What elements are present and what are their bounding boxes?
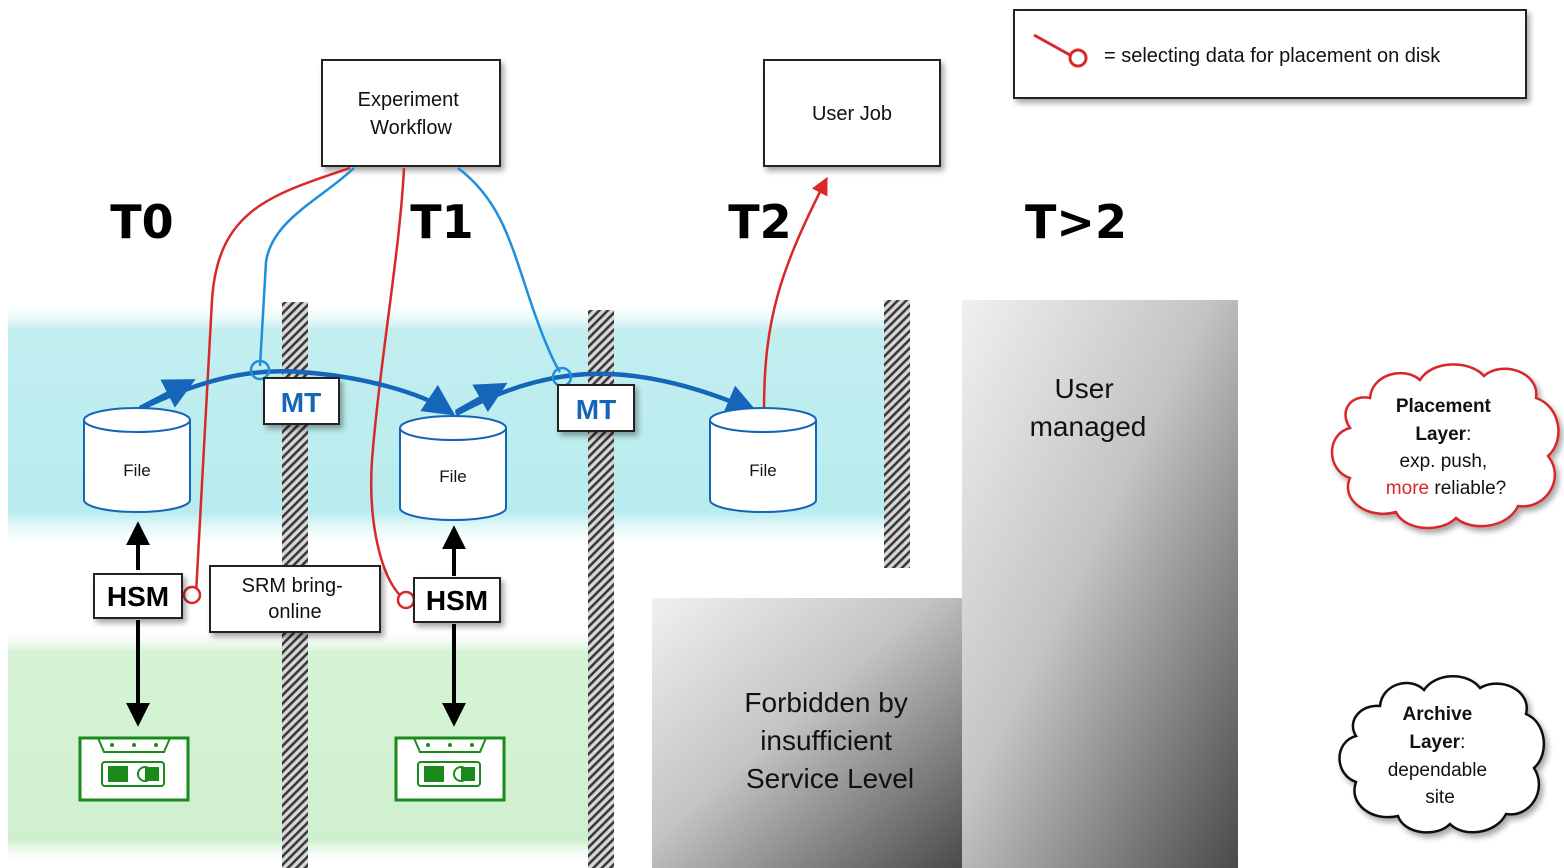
hsm-box-t1: HSM <box>413 577 501 623</box>
file-cylinder-t0: File <box>83 407 191 513</box>
svg-text:MT: MT <box>281 387 321 418</box>
tier-label-t-gt-2: T>2 <box>1025 195 1127 249</box>
forbidden-label: Forbidden by insufficient Service Level <box>744 687 915 794</box>
blue-selector-mt1 <box>249 359 271 381</box>
legend-box: = selecting data for placement on disk <box>1013 9 1527 99</box>
svg-text:Experiment Workflow: Experiment Workflow <box>358 89 465 139</box>
mt-box-1: MT <box>263 377 340 425</box>
transfer-flow-t1-head <box>454 382 508 414</box>
workflow-blue-line-mt1 <box>258 167 355 367</box>
transfer-flow-t0-head <box>138 379 196 410</box>
red-selector-t0 <box>182 585 202 605</box>
tape-icon <box>394 736 506 802</box>
hsm-box-t0: HSM <box>93 573 183 619</box>
user-job-box: User Job <box>763 59 941 167</box>
user-managed-label: User managed <box>1030 373 1147 442</box>
svg-text:File: File <box>749 461 776 480</box>
svg-text:File: File <box>439 467 466 486</box>
tier-label-t1: T1 <box>410 195 473 249</box>
archive-layer-cloud: Archive Layer: dependable site <box>1338 675 1546 834</box>
svg-text:Archive Layer: dep: Archive Layer: dependable site <box>1388 704 1493 808</box>
workflow-red-line-t0 <box>194 166 351 595</box>
tier-label-t0: T0 <box>110 195 173 249</box>
svg-text:MT: MT <box>576 394 616 425</box>
workflow-red-line-t1 <box>370 167 406 601</box>
user-managed-region <box>962 300 1238 868</box>
svg-text:HSM: HSM <box>107 581 169 612</box>
red-selector-t1 <box>396 590 416 610</box>
file-cylinder-t2: File <box>709 407 817 513</box>
svg-text:HSM: HSM <box>426 585 488 616</box>
legend-selector-circle <box>1068 48 1088 68</box>
svg-text:Placement Layer: e: Placement Layer: exp. push, more reliabl… <box>1386 396 1506 499</box>
mt-box-2: MT <box>557 384 635 432</box>
workflow-blue-line-mt2 <box>457 167 562 373</box>
tier-label-t2: T2 <box>728 195 791 249</box>
placement-layer-cloud: Placement Layer: exp. push, more reliabl… <box>1330 363 1560 530</box>
file-cylinder-t1: File <box>399 415 507 521</box>
legend-text: = selecting data for placement on disk <box>1104 45 1441 67</box>
srm-bring-online-box: SRM bring- online <box>209 565 381 633</box>
legend-selector-line <box>1033 33 1071 57</box>
user-job-access-arrow <box>762 176 828 411</box>
svg-text:File: File <box>123 461 150 480</box>
tape-icon <box>78 736 190 802</box>
forbidden-region <box>652 598 962 868</box>
svg-text:SRM bring- online: SRM bring- online <box>242 575 349 623</box>
svg-text:User Job: User Job <box>812 103 892 125</box>
tier-separator-3 <box>884 300 910 568</box>
experiment-workflow-box: Experiment Workflow <box>321 59 501 167</box>
